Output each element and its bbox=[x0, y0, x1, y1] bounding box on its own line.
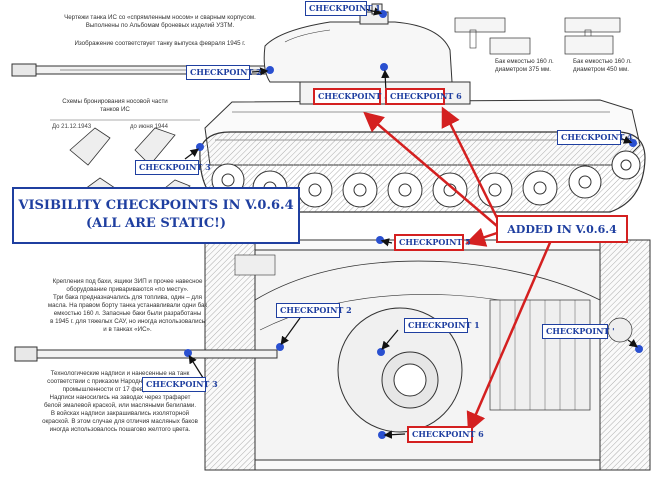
note-tank-left: Бак емкостью 160 л. диаметром 375 мм. bbox=[495, 58, 554, 73]
checkpoint-label-side-3: CHECKPOINT 3 bbox=[135, 160, 211, 175]
top-view-tank bbox=[14, 239, 651, 471]
note-date-right: до июня 1944 bbox=[130, 124, 168, 130]
note-mounting: Крепления под бахи, ящики ЗИП и прочее н… bbox=[47, 278, 208, 333]
banner-line-2: (ALL ARE STATIC!) bbox=[85, 216, 227, 231]
checkpoint-label-side-4: CHECKPOINT 4 bbox=[557, 130, 633, 145]
checkpoint-label-top-5: CHECKPOINT 5 bbox=[394, 234, 471, 251]
checkpoint-label-rear: CHECKPOINT ' bbox=[542, 324, 615, 339]
note-tank-right: Бак емкостью 160 л. диаметром 450 мм. bbox=[573, 58, 632, 73]
added-arrows bbox=[363, 106, 554, 433]
fuel-tank-sketches bbox=[489, 35, 614, 55]
visibility-checkpoints-banner: VISIBILITY CHECKPOINTS IN V.0.6.4 (ALL A… bbox=[12, 187, 300, 244]
checkpoint-label-side-6: CHECKPOINT 6 bbox=[385, 88, 462, 105]
checkpoint-label-side-5: CHECKPOINT 5 bbox=[313, 88, 390, 105]
note-armor-schemes: Схемы бронирования носовой части танков … bbox=[62, 98, 168, 113]
added-banner-label: ADDED IN V.0.6.4 bbox=[507, 223, 617, 236]
note-top-title: Чертежи танка ИС со «спрямленным носом» … bbox=[64, 14, 256, 29]
note-top-subtitle: Изображение соответствует танку выпуска … bbox=[74, 40, 246, 47]
note-date-left: До 21.12.1943 bbox=[52, 124, 92, 130]
checkpoint-label-top-6: CHECKPOINT 6 bbox=[407, 426, 484, 443]
checkpoint-label-top-1: CHECKPOINT 1 bbox=[404, 318, 480, 333]
checkpoint-label-side-2: CHECKPOINT 2 bbox=[186, 65, 262, 80]
added-in-banner: ADDED IN V.0.6.4 bbox=[496, 215, 628, 243]
checkpoint-label-top: CHECKPOINT 1 bbox=[305, 1, 381, 16]
checkpoint-label-top-3: CHECKPOINT 3 bbox=[142, 377, 218, 392]
banner-line-1: VISIBILITY CHECKPOINTS IN V.0.6.4 bbox=[18, 198, 294, 213]
checkpoint-label-top-2: CHECKPOINT 2 bbox=[276, 303, 352, 318]
